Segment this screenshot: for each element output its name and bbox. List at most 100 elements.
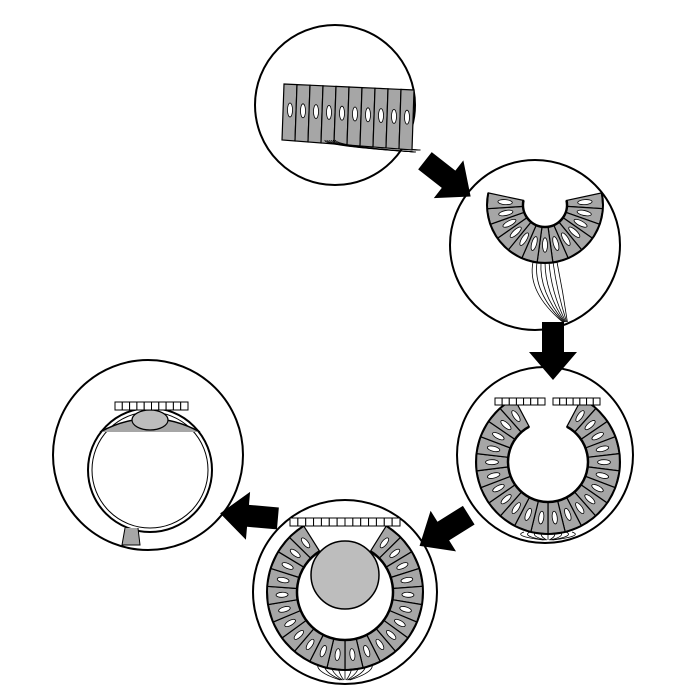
- stage-3-nerve-fiber: [552, 531, 576, 541]
- stage-4-nucleus: [396, 562, 409, 570]
- stage-3-right-cornea-cell: [559, 397, 567, 406]
- stage-4-nucleus: [375, 638, 385, 651]
- stage-2-nucleus: [577, 199, 593, 206]
- stage-5-cornea-cell: [172, 401, 182, 411]
- stage-3-nucleus: [492, 432, 505, 441]
- stage-4-cornea-cell: [313, 517, 322, 527]
- stage-3-nucleus: [511, 410, 521, 422]
- stage-4-nucleus: [289, 548, 301, 558]
- stage-2-nucleus: [497, 199, 513, 206]
- stage-5-cornea-cell: [165, 401, 174, 411]
- stage-1-nucleus: [287, 102, 293, 118]
- stage-1-axon-nerve-fiber: [334, 139, 417, 153]
- stage-3-nucleus: [595, 445, 610, 453]
- stage-4-nucleus: [319, 645, 327, 658]
- stage-3-right-cornea-cell: [592, 397, 601, 406]
- stage-1-nucleus: [404, 109, 410, 125]
- stage-4-lens: [310, 540, 380, 610]
- stage-2-nucleus: [530, 236, 538, 251]
- stage-3-nucleus: [511, 502, 521, 514]
- stage-2-nucleus: [568, 226, 581, 238]
- stage-3-right-cornea-cell: [572, 397, 581, 406]
- stage-4-lens-eye: [266, 517, 424, 681]
- stage-3-right-cornea-cell: [565, 397, 574, 406]
- stage-4-nucleus: [276, 576, 290, 584]
- stage-2-nerve-fiber: [536, 261, 564, 323]
- stage-4-cornea-cell: [360, 517, 370, 527]
- stage-4-nucleus: [400, 576, 414, 584]
- stage-4-cornea-cell: [352, 517, 362, 527]
- stage-3-nucleus: [492, 484, 505, 493]
- stage-3-nucleus: [485, 459, 499, 466]
- stage-4-nucleus: [394, 618, 406, 628]
- stage-3-left-cornea-cell: [508, 397, 517, 406]
- stage-2-nucleus: [561, 232, 571, 246]
- stage-3-left-cornea-cell: [530, 397, 539, 406]
- stage-4-nucleus: [401, 591, 415, 598]
- stage-4-cornea-cell: [375, 517, 385, 527]
- stage-2-outer-edge: [486, 192, 604, 264]
- stage-5-cornea-cell: [121, 401, 131, 411]
- stage-3-pinhole-eye: [475, 397, 621, 541]
- stage-3-nucleus: [575, 410, 585, 422]
- stage-3-nucleus: [487, 472, 501, 479]
- stage-2-nerve-fiber: [531, 261, 563, 323]
- stage-3-nucleus: [551, 510, 558, 525]
- stage-4-cornea-cell: [383, 517, 393, 527]
- stage-3-nerve-fiber: [527, 531, 545, 541]
- stage-2-nucleus: [576, 209, 592, 217]
- stage-2-nerve-fiber: [544, 261, 566, 323]
- stage-4-cornea-cell: [336, 517, 346, 527]
- stage-4-nucleus: [284, 618, 296, 628]
- stage-4-outer-edge: [266, 525, 424, 671]
- stage-2-eye-cup: [486, 192, 604, 323]
- stage-3-nucleus: [524, 507, 532, 521]
- stage-3-nucleus: [500, 494, 512, 505]
- stage-4-nucleus: [363, 645, 371, 658]
- stage-4-nucleus: [275, 591, 289, 598]
- stage-2-nerve-fiber: [552, 261, 567, 323]
- stage-4-nucleus: [389, 548, 401, 558]
- stage-5-cornea-cell: [114, 401, 123, 411]
- stage-3-left-cornea-cell: [501, 397, 510, 406]
- stage-5-cornea-cell: [136, 401, 145, 411]
- stage-2-nucleus: [498, 209, 514, 217]
- stage-4-nucleus: [399, 606, 412, 613]
- stage-3-nerve-fiber: [520, 531, 544, 541]
- stage-4-inner-edge: [295, 550, 395, 642]
- stage-4-cornea-cell: [305, 517, 315, 527]
- stage-5-cornea-cell: [158, 401, 167, 411]
- stage-4-nucleus: [293, 630, 304, 640]
- stage-4-nucleus: [300, 537, 311, 549]
- stage-1-nucleus: [313, 104, 319, 119]
- stage-4-nucleus: [349, 648, 356, 661]
- stage-4-nucleus: [281, 562, 294, 570]
- stage-4-nucleus: [379, 537, 390, 549]
- stage-3-left-cornea-cell: [494, 397, 503, 406]
- stage-2-nerve-fiber: [548, 261, 567, 323]
- stage-5-cornea-cell: [151, 401, 160, 411]
- stage-5-cornea-cell: [143, 401, 152, 411]
- stage-4-nucleus: [278, 606, 291, 613]
- stage-2-nucleus: [542, 237, 548, 253]
- stage-1-nucleus: [365, 107, 371, 123]
- stage-1-nucleus: [300, 103, 306, 119]
- stage-3-left-cornea-cell: [515, 397, 525, 406]
- stage-4-cornea-cell: [328, 517, 338, 527]
- stage-4-cornea-cell: [344, 517, 354, 527]
- stage-4-cornea-cell: [320, 517, 330, 527]
- stage-4-cornea-cell: [368, 517, 377, 527]
- arrow-1-icon: [418, 152, 471, 199]
- stage-3-right-cornea-cell: [586, 397, 594, 406]
- stage-3-left-cornea-cell: [537, 397, 546, 406]
- stage-3-outer-edge: [475, 397, 621, 535]
- stage-5-optic-nerve: [121, 527, 141, 546]
- stage-1-nucleus: [391, 109, 397, 124]
- stage-5-lens: [131, 409, 169, 431]
- stage-4-cornea-cell: [391, 517, 401, 527]
- stage-4-nucleus: [334, 648, 341, 661]
- stage-3-nucleus: [564, 507, 572, 521]
- stage-1-nucleus: [326, 105, 332, 120]
- stage-4-nucleus: [305, 638, 315, 651]
